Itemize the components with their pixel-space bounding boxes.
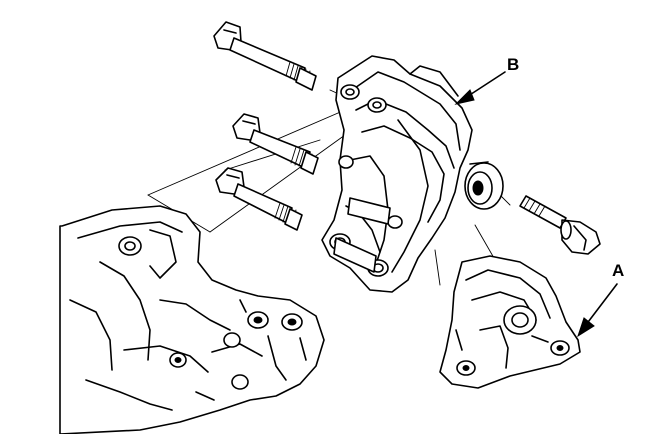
callout-label-b: B [507, 55, 520, 74]
bushing [464, 161, 504, 210]
mount-bracket [321, 55, 473, 293]
right-bolt [519, 195, 601, 255]
lower-bolt [215, 167, 303, 231]
callout-arrow-a [577, 283, 618, 338]
callout-arrow-b [454, 71, 506, 105]
middle-bolt [232, 113, 319, 175]
transmission-housing [59, 205, 325, 434]
callout-label-a: A [612, 261, 625, 280]
rubber-mount [439, 255, 581, 389]
long-bolt-top [213, 21, 317, 91]
